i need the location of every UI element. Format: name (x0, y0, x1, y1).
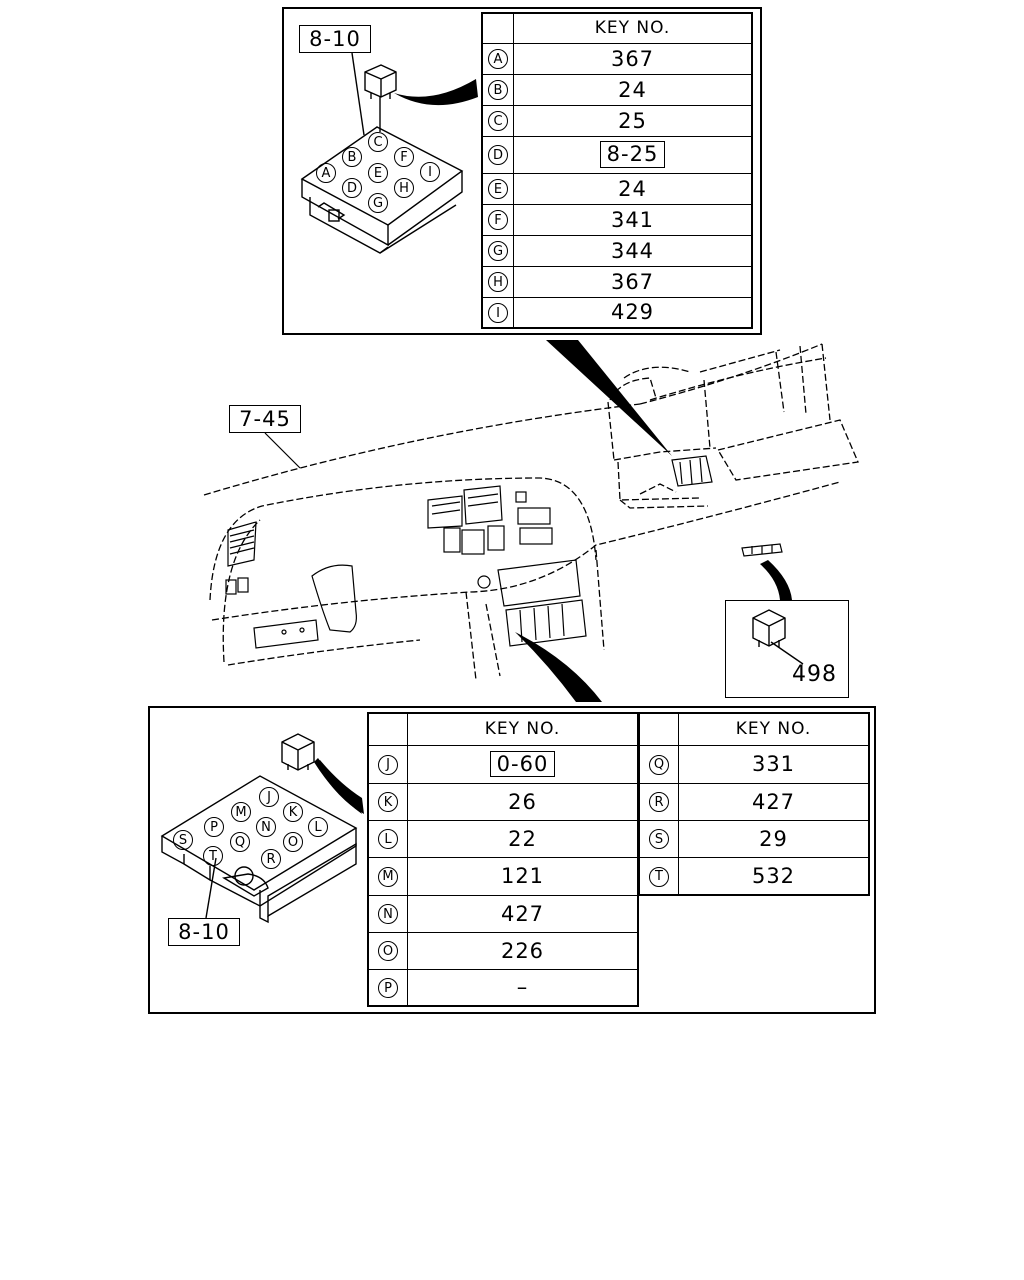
row-letter: M (378, 866, 398, 887)
bottom-block-letter: R (261, 849, 281, 869)
corner-cell (367, 712, 408, 746)
relay-498-box (725, 600, 849, 698)
key-value: 427 (407, 894, 639, 933)
key-value: – (407, 968, 639, 1007)
corner-cell (638, 712, 679, 746)
key-no-header: KEY NO. (513, 12, 753, 44)
top-block-letter: I (420, 162, 440, 182)
top-block-letter: H (394, 178, 414, 198)
top-block-letter: G (368, 193, 388, 213)
bottom-ref-label: 8-10 (168, 918, 240, 946)
row-letter: D (488, 145, 508, 166)
row-letter: J (378, 754, 398, 775)
row-letter: P (378, 978, 398, 998)
bottom-block-letter: P (204, 817, 224, 837)
dash-ref-label: 7-45 (229, 405, 301, 433)
row-letter: K (378, 792, 398, 813)
bottom-relay-block-drawing (160, 733, 364, 924)
top-block-letter: C (368, 132, 388, 152)
top-relay-block-drawing (300, 52, 478, 254)
relay-498-drawing (752, 609, 804, 665)
bottom-block-letter: T (203, 846, 223, 866)
key-value: 25 (513, 104, 753, 137)
key-value: 341 (513, 203, 753, 236)
bottom-block-letter: O (283, 832, 303, 852)
bottom-block-letter: M (231, 802, 251, 822)
key-value: 226 (407, 931, 639, 970)
key-value-ref: 8-25 (599, 141, 666, 168)
row-letter: T (649, 866, 669, 887)
row-letter: G (488, 241, 508, 262)
top-block-letter: E (368, 163, 388, 183)
key-value: 22 (407, 819, 639, 858)
row-letter: B (488, 80, 508, 101)
row-letter: S (649, 829, 669, 850)
row-letter: R (649, 792, 669, 813)
key-value: 29 (678, 819, 870, 858)
row-letter: N (378, 904, 398, 925)
key-value-ref: 0-60 (489, 750, 556, 778)
top-ref-label: 8-10 (299, 25, 371, 53)
key-value: 24 (513, 73, 753, 106)
bottom-block-letter: K (283, 802, 303, 822)
row-letter: C (488, 111, 508, 132)
top-block-letter: B (342, 147, 362, 167)
bottom-block-letter: L (308, 817, 328, 837)
row-letter: H (488, 272, 508, 293)
row-letter: O (378, 941, 398, 962)
row-letter: F (488, 210, 508, 231)
key-value: 429 (513, 296, 753, 329)
key-value: 121 (407, 856, 639, 896)
bottom-block-letter: N (256, 817, 276, 837)
bottom-block-letter: J (259, 787, 279, 807)
key-value: 367 (513, 42, 753, 75)
relay-498-key: 498 (792, 662, 837, 687)
top-block-letter: A (316, 163, 336, 183)
key-value: 26 (407, 782, 639, 821)
key-no-header: KEY NO. (407, 712, 639, 746)
key-value: 427 (678, 782, 870, 821)
row-letter: L (378, 829, 398, 850)
key-value: 532 (678, 856, 870, 896)
bottom-block-letter: S (173, 830, 193, 850)
top-block-letter: F (394, 147, 414, 167)
bottom-right-key-table: KEY NO. Q 331 R 427 S 29 T 532 (638, 712, 870, 896)
key-value: 367 (513, 265, 753, 298)
key-no-header: KEY NO. (678, 712, 870, 746)
row-letter: A (488, 49, 508, 70)
bottom-block-letter: Q (230, 832, 250, 852)
row-letter: E (488, 179, 508, 200)
row-letter: Q (649, 754, 669, 775)
top-block-letter: D (342, 178, 362, 198)
bottom-left-key-table: KEY NO. J 0-60 K 26 L 22 M 121 N 427 O 226 P– (367, 712, 639, 1007)
row-letter: I (488, 303, 508, 323)
key-value: 331 (678, 744, 870, 784)
